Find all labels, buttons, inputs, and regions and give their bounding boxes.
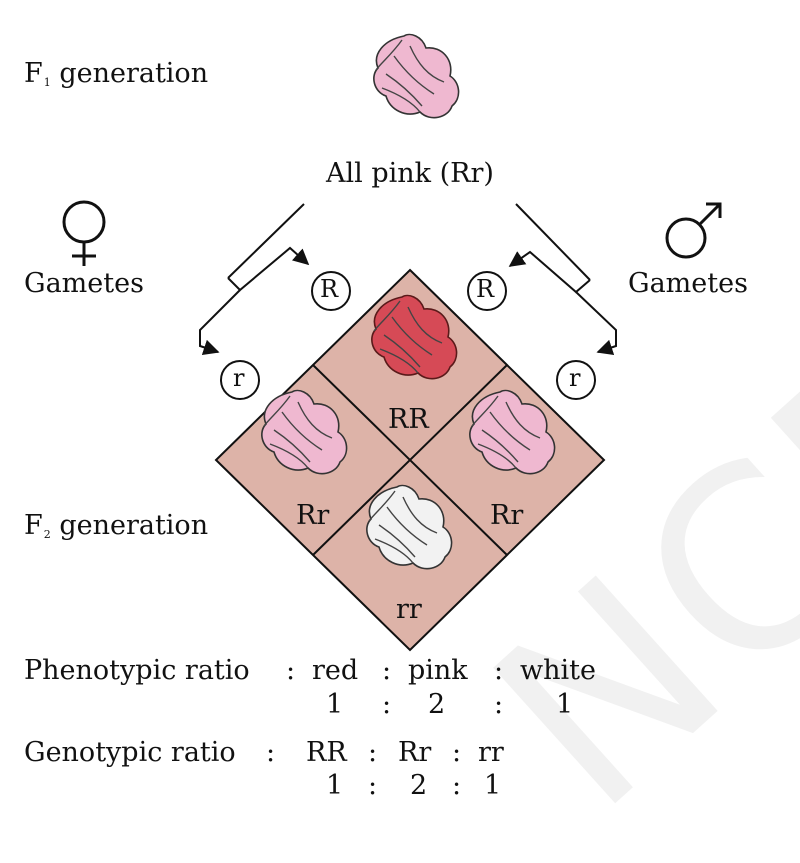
male-gamete-r: [556, 360, 596, 400]
phenotypic-ratio-title: Phenotypic ratio: [24, 655, 250, 686]
f2-generation-label: F2 generation: [24, 510, 209, 541]
genotypic-colon-2: :: [452, 737, 462, 768]
phenotypic-value-pink: 2: [428, 689, 446, 720]
f1-generation-label: F1 generation: [24, 58, 209, 89]
male-gametes-label: Gametes: [628, 268, 748, 299]
male-symbol-icon: [665, 202, 722, 259]
male-allele-R: R: [476, 275, 495, 303]
genotypic-name-RR: RR: [306, 737, 347, 768]
cross-diagram: [62, 33, 722, 652]
phenotypic-colon-3: :: [382, 689, 392, 720]
male-gamete-R: [467, 271, 507, 311]
genotypic-value-RR: 1: [326, 770, 344, 801]
phenotypic-colon-2: :: [494, 655, 504, 686]
phenotypic-colon-4: :: [494, 689, 504, 720]
genotypic-name-rr: rr: [478, 737, 504, 768]
genotypic-colon-1: :: [368, 737, 378, 768]
cell-label-right: Rr: [490, 500, 524, 531]
female-allele-R: R: [320, 275, 339, 303]
genotypic-name-Rr: Rr: [398, 737, 432, 768]
cell-label-left: Rr: [296, 500, 330, 531]
female-gamete-arrows: [199, 203, 310, 356]
genotypic-colon-0: :: [266, 737, 276, 768]
cell-label-bottom: rr: [396, 594, 422, 625]
punnett-square: [214, 268, 606, 652]
phenotypic-name-red: red: [312, 655, 359, 686]
female-gametes-label: Gametes: [24, 268, 144, 299]
phenotypic-colon-0: :: [286, 655, 296, 686]
genotypic-value-Rr: 2: [410, 770, 428, 801]
cell-label-top: RR: [388, 404, 429, 435]
f1-caption: All pink (Rr): [326, 158, 494, 189]
phenotypic-name-white: white: [520, 655, 596, 686]
phenotypic-colon-1: :: [382, 655, 392, 686]
female-symbol-icon: [62, 200, 106, 266]
male-gamete-arrows: [508, 203, 617, 356]
phenotypic-value-red: 1: [326, 689, 344, 720]
genotypic-ratio-title: Genotypic ratio: [24, 737, 236, 768]
female-gamete-r: [220, 360, 260, 400]
phenotypic-name-pink: pink: [408, 655, 468, 686]
genotypic-value-rr: 1: [484, 770, 502, 801]
female-allele-r: r: [233, 364, 245, 392]
phenotypic-value-white: 1: [556, 689, 574, 720]
female-gamete-R: [311, 271, 351, 311]
genotypic-colon-4: :: [452, 770, 462, 801]
f1-pink-flower: [373, 33, 460, 119]
male-allele-r: r: [569, 364, 581, 392]
genotypic-colon-3: :: [368, 770, 378, 801]
